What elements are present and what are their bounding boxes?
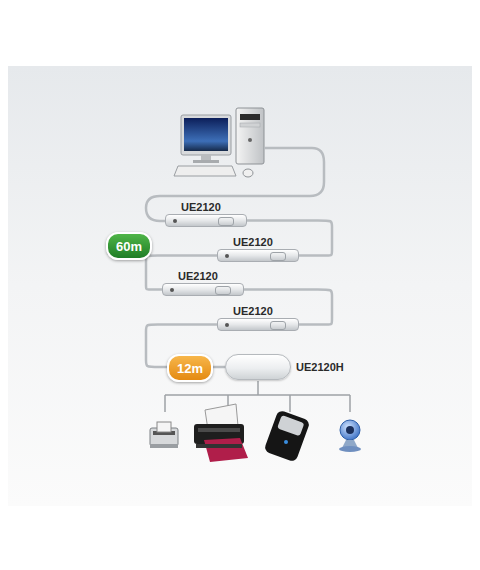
led-dot bbox=[225, 254, 229, 258]
node-label: UE2120 bbox=[217, 305, 299, 318]
usb-cable bbox=[146, 148, 324, 221]
cable-body bbox=[217, 249, 299, 262]
node-label: UE2120 bbox=[162, 270, 244, 283]
node-label: UE2120H bbox=[291, 361, 344, 373]
led-dot bbox=[173, 219, 177, 223]
led-dot bbox=[170, 288, 174, 292]
card-reader-icon bbox=[150, 422, 178, 448]
computer-icon bbox=[174, 108, 264, 177]
node-label: UE2120 bbox=[217, 236, 299, 249]
node-label: 12m bbox=[177, 361, 203, 376]
cable-seam bbox=[218, 217, 234, 226]
extender-cable: UE2120 bbox=[165, 201, 247, 227]
cable-body bbox=[162, 283, 244, 296]
node-label: UE2120 bbox=[165, 201, 247, 214]
cable-body bbox=[217, 318, 299, 331]
hub-branch-lines bbox=[165, 381, 350, 412]
node-label: 60m bbox=[116, 239, 142, 254]
extender-cable: UE2120 bbox=[217, 236, 299, 262]
cable-body bbox=[165, 214, 247, 227]
cable-seam bbox=[215, 286, 231, 295]
printer-icon bbox=[194, 404, 248, 462]
hub-body bbox=[225, 354, 291, 380]
extender-cable: UE2120 bbox=[217, 305, 299, 331]
hard-disk-icon bbox=[264, 410, 311, 463]
distance-badge: 12m bbox=[167, 354, 213, 382]
distance-badge: 60m bbox=[106, 232, 152, 260]
led-dot bbox=[225, 323, 229, 327]
background-panel bbox=[8, 66, 472, 506]
cable-seam bbox=[270, 252, 286, 261]
cable-seam bbox=[270, 321, 286, 330]
usb-hub: UE2120H bbox=[225, 354, 344, 380]
extender-cable: UE2120 bbox=[162, 270, 244, 296]
webcam-icon bbox=[339, 420, 361, 452]
